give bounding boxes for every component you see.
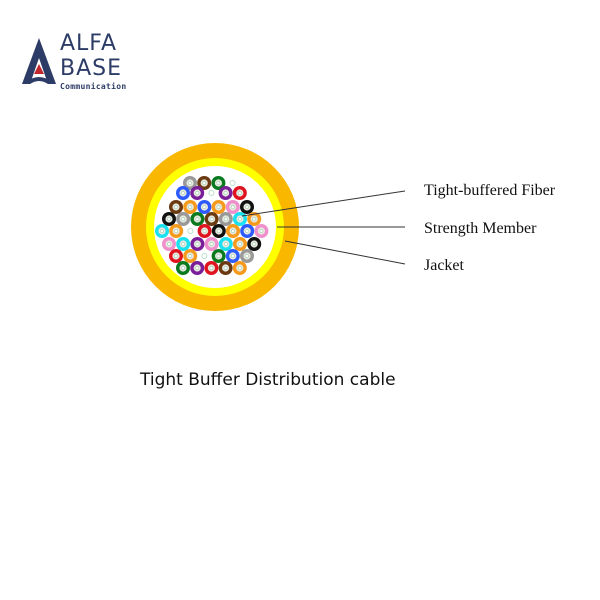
fiber-blue — [176, 186, 190, 200]
fiber-gray — [240, 249, 254, 263]
fiber-orange — [183, 249, 198, 263]
fiber-orange — [247, 212, 262, 226]
fiber-orange — [211, 200, 226, 214]
logo-subtitle: Communication — [60, 82, 127, 91]
fiber-black — [247, 237, 262, 251]
fiber-red — [232, 186, 247, 200]
fiber-orange — [169, 224, 184, 238]
fiber-red — [169, 249, 183, 263]
fiber-pink — [225, 200, 240, 214]
fiber-bundle — [155, 176, 269, 275]
fiber-black — [240, 200, 254, 214]
fiber-cyan — [155, 224, 169, 238]
logo-line1: ALFA — [60, 31, 117, 56]
fiber-blue — [240, 224, 255, 238]
fiber-red — [204, 261, 219, 275]
fiber-purple — [190, 237, 205, 251]
fiber-empty — [229, 180, 236, 186]
leader-line-jacket — [284, 240, 406, 265]
fiber-brown — [218, 261, 233, 275]
fiber-pink — [162, 237, 176, 251]
fiber-black — [211, 224, 226, 238]
logo-mark-icon — [22, 38, 56, 84]
fiber-purple — [190, 186, 205, 200]
fiber-gray — [218, 212, 233, 226]
fiber-empty — [187, 228, 194, 234]
label-tight-buffered-fiber: Tight-buffered Fiber — [424, 182, 556, 199]
fiber-gray — [176, 212, 191, 226]
fiber-green — [211, 249, 226, 263]
company-logo: ALFA BASE Communication — [22, 32, 162, 92]
fiber-cyan — [218, 237, 233, 251]
fiber-orange — [233, 237, 247, 251]
label-jacket: Jacket — [424, 257, 464, 274]
fiber-purple — [190, 261, 205, 275]
fiber-orange — [226, 224, 240, 238]
fiber-empty — [208, 190, 215, 196]
fiber-pink — [204, 237, 219, 251]
fiber-empty — [201, 253, 208, 259]
fiber-cyan — [176, 237, 191, 251]
logo-line2: BASE — [60, 56, 123, 81]
fiber-green — [190, 212, 205, 226]
leader-line-fiber — [241, 190, 406, 217]
label-strength-member: Strength Member — [424, 220, 537, 237]
fiber-black — [162, 212, 176, 226]
fiber-pink — [254, 224, 269, 238]
fiber-gray — [183, 176, 197, 190]
fiber-orange — [232, 261, 247, 275]
fiber-green — [211, 176, 226, 190]
fiber-brown — [169, 200, 183, 214]
fiber-orange — [183, 200, 198, 214]
fiber-brown — [204, 212, 219, 226]
fiber-cyan — [233, 212, 247, 226]
fiber-blue — [197, 200, 212, 214]
fiber-red — [197, 224, 212, 238]
fiber-purple — [218, 186, 233, 200]
fiber-brown — [197, 176, 212, 190]
fiber-blue — [225, 249, 240, 263]
fiber-green — [176, 261, 190, 275]
diagram-caption: Tight Buffer Distribution cable — [140, 370, 396, 390]
